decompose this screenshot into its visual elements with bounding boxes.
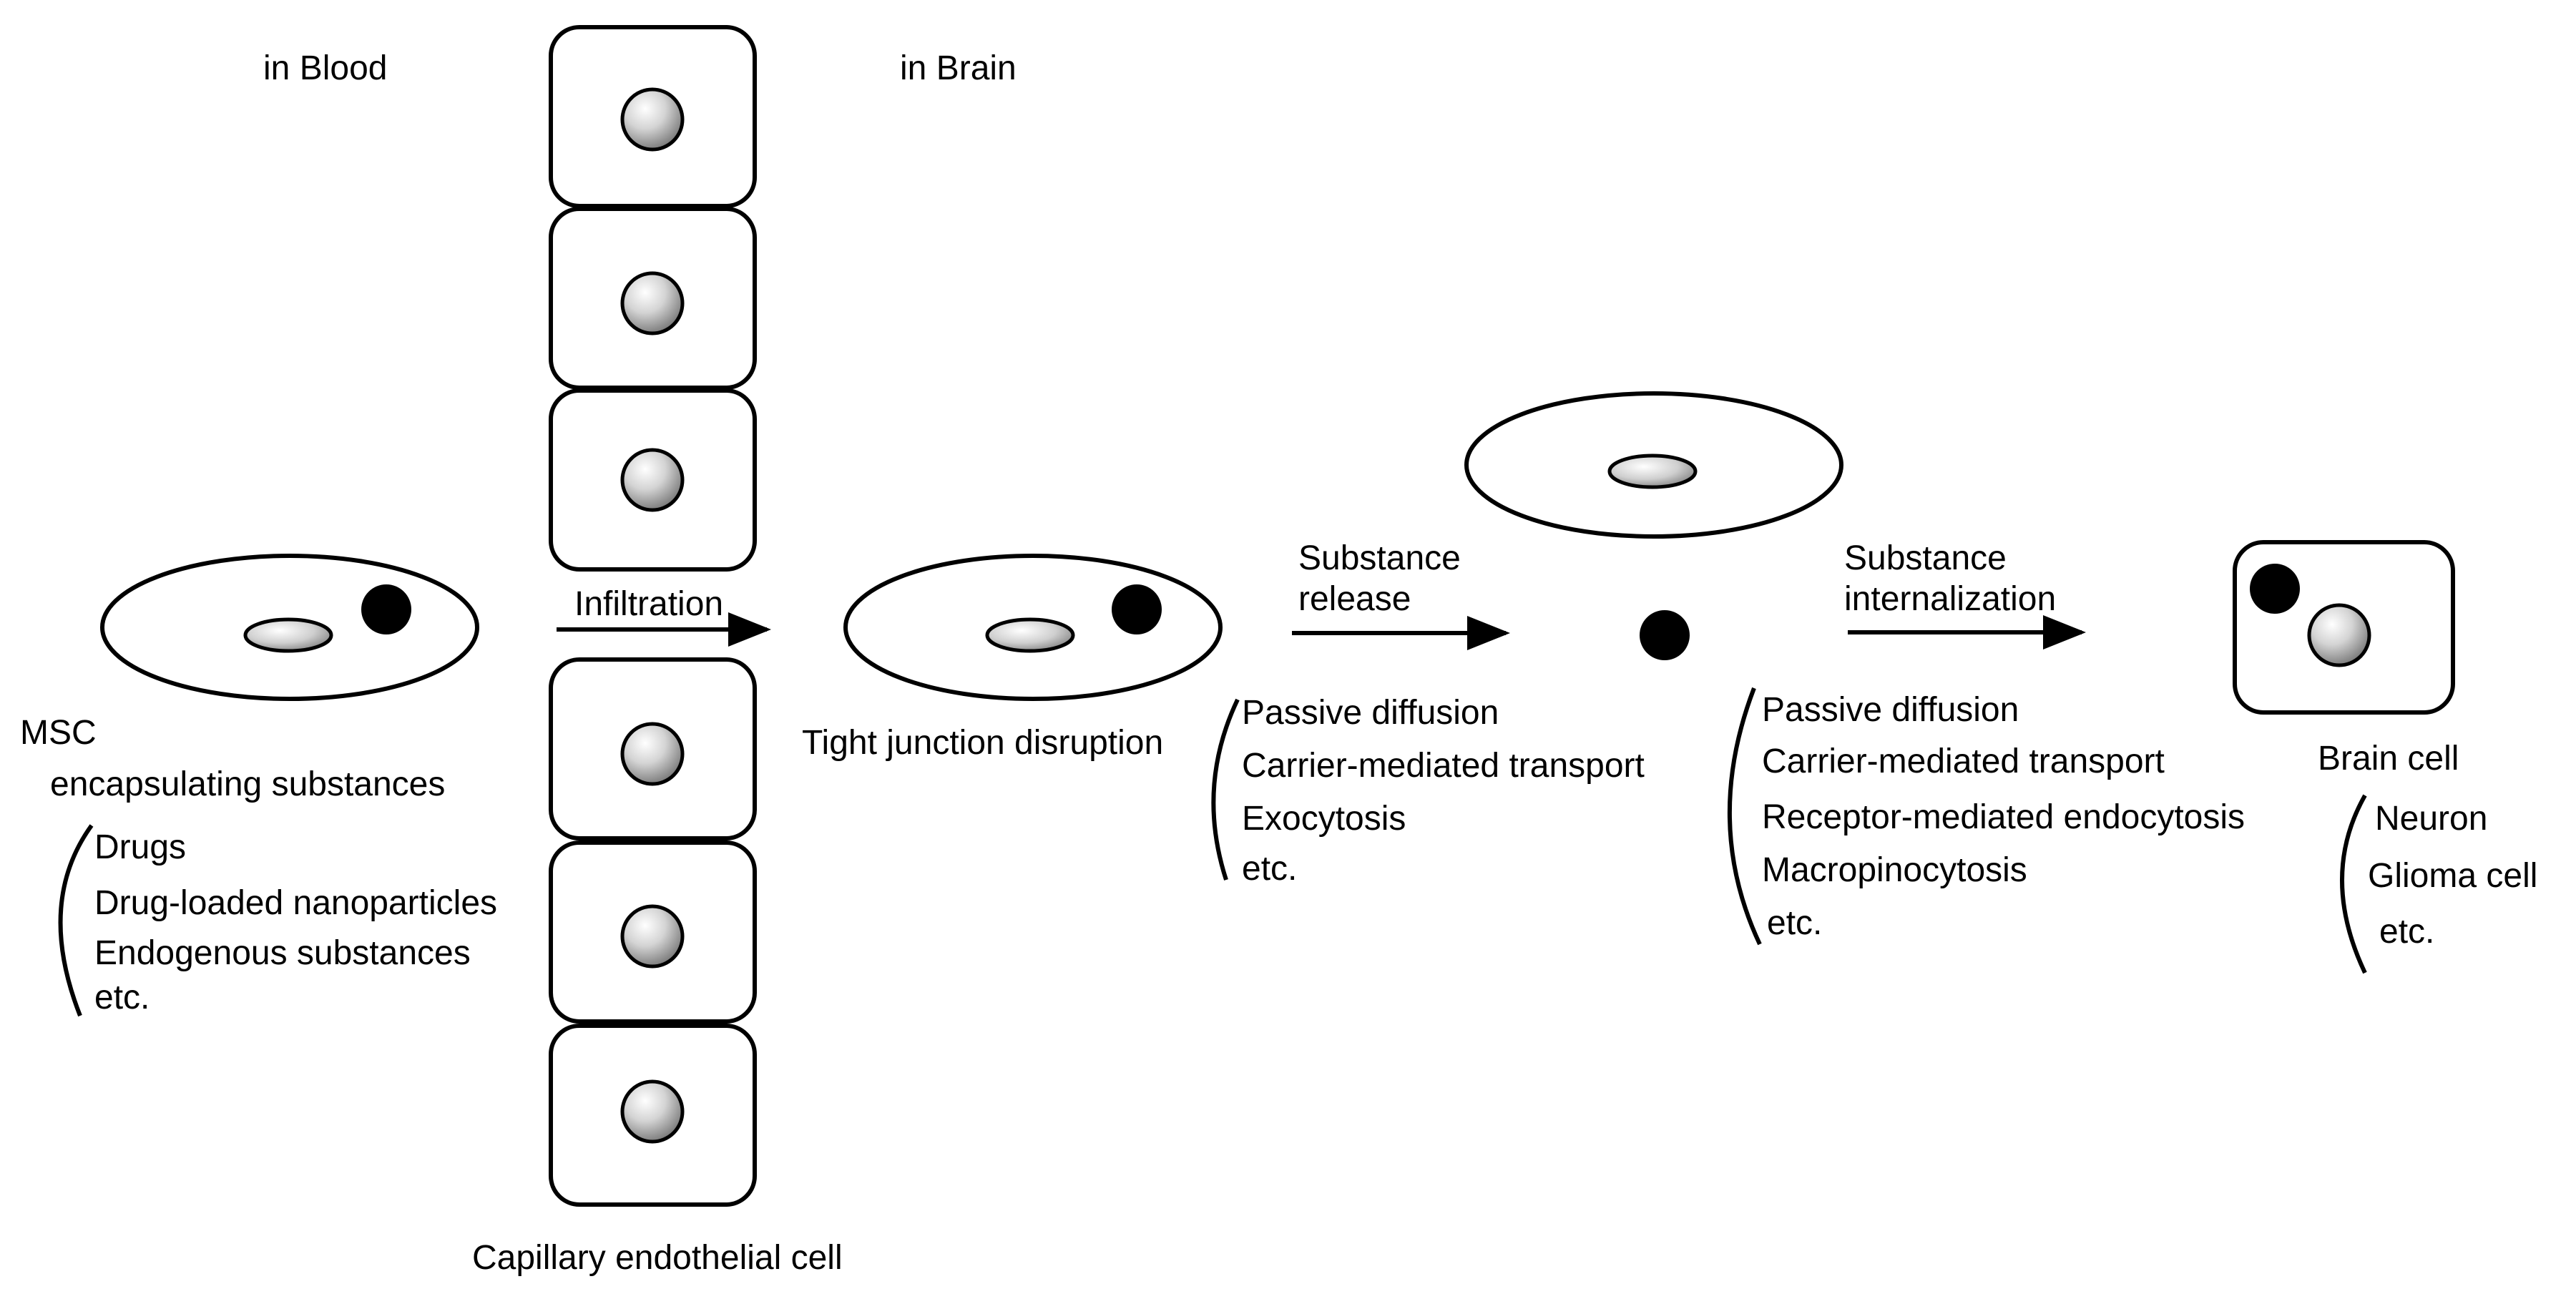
msc-after-release	[1464, 391, 1843, 539]
internalized-substance-dot	[2250, 564, 2300, 614]
brain-cell-type: Neuron	[2375, 800, 2487, 838]
internalization-mechanism: Passive diffusion	[1762, 691, 2019, 729]
endothelial-nucleus	[620, 87, 685, 152]
msc-item: Drug-loaded nanoparticles	[94, 884, 497, 922]
region-label-brain: in Brain	[900, 49, 1017, 87]
released-substance-dot	[1640, 610, 1690, 660]
msc-nucleus	[1607, 454, 1698, 489]
msc-nucleus	[985, 617, 1075, 653]
msc-item: Endogenous substances	[94, 934, 471, 972]
encapsulated-substance-dot	[361, 584, 411, 634]
endothelial-nucleus	[620, 722, 685, 786]
brain-cell-nucleus	[2307, 603, 2371, 667]
endothelial-nucleus	[620, 271, 685, 335]
region-label-blood: in Blood	[263, 49, 387, 87]
internalization-mechanism: Macropinocytosis	[1762, 851, 2027, 889]
msc-item: Drugs	[94, 828, 186, 866]
release-list-bracket	[1211, 698, 1240, 881]
capillary-endothelium	[549, 25, 757, 1207]
brain-cell-type: etc.	[2379, 913, 2434, 951]
msc-in-brain	[843, 554, 1223, 701]
internalization-list-bracket	[1727, 687, 1762, 946]
msc-subtitle: encapsulating substances	[50, 765, 445, 803]
endothelial-nucleus	[620, 904, 685, 969]
brain-cell-title: Brain cell	[2318, 740, 2459, 778]
substance-release-label-line2: release	[1298, 580, 1411, 618]
encapsulated-substance-dot	[1112, 584, 1162, 634]
release-mechanism: etc.	[1242, 850, 1297, 888]
msc-in-blood	[100, 554, 479, 701]
capillary-endothelial-label: Capillary endothelial cell	[472, 1239, 843, 1277]
msc-list-bracket	[58, 824, 94, 1017]
release-mechanism: Passive diffusion	[1242, 694, 1499, 732]
internalization-mechanism: Carrier-mediated transport	[1762, 742, 2165, 780]
substance-release-label-line1: Substance	[1298, 539, 1461, 577]
tight-junction-caption: Tight junction disruption	[802, 724, 1163, 762]
brain-cell-type: Glioma cell	[2368, 857, 2537, 895]
release-mechanism: Carrier-mediated transport	[1242, 747, 1645, 785]
msc-nucleus	[243, 617, 333, 653]
endothelial-nucleus	[620, 1079, 685, 1144]
brain-cell-list-bracket	[2340, 794, 2367, 974]
msc-item: etc.	[94, 979, 150, 1016]
msc-title: MSC	[20, 714, 97, 752]
substance-internalization-label-line2: internalization	[1844, 580, 2056, 618]
internalization-mechanism: Receptor-mediated endocytosis	[1762, 798, 2245, 836]
infiltration-label: Infiltration	[574, 585, 723, 623]
endothelial-nucleus	[620, 448, 685, 512]
release-mechanism: Exocytosis	[1242, 800, 1406, 838]
internalization-mechanism: etc.	[1767, 904, 1822, 942]
brain-cell	[2233, 540, 2455, 715]
substance-internalization-label-line1: Substance	[1844, 539, 2007, 577]
